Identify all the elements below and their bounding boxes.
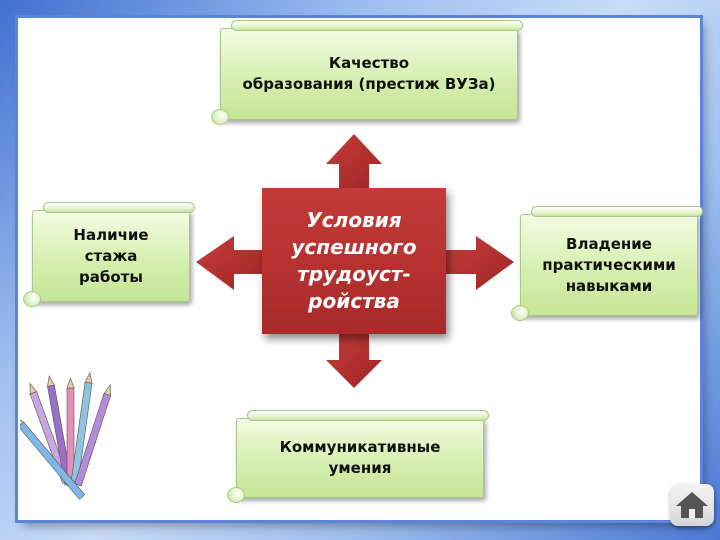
- node-right: Владение практическими навыками: [511, 206, 703, 321]
- arrow-down: [326, 332, 382, 388]
- node-bottom: Коммуникативные умения: [227, 410, 489, 503]
- arrow-left: [196, 236, 264, 290]
- node-left: Наличие стажа работы: [23, 202, 195, 307]
- home-icon: [676, 492, 708, 518]
- center-box: Условия успешного трудоуст- ройства: [262, 188, 446, 334]
- home-button[interactable]: [670, 484, 714, 526]
- arrow-up: [326, 134, 382, 190]
- node-top-label: Качество образования (престиж ВУЗа): [242, 54, 496, 93]
- node-bottom-label: Коммуникативные умения: [279, 438, 441, 477]
- pencils-clipart: [20, 371, 112, 500]
- node-top: Качество образования (престиж ВУЗа): [211, 20, 523, 125]
- arrow-right: [444, 236, 514, 290]
- node-left-label: Наличие стажа работы: [73, 225, 149, 286]
- node-right-label: Владение практическими навыками: [542, 234, 676, 295]
